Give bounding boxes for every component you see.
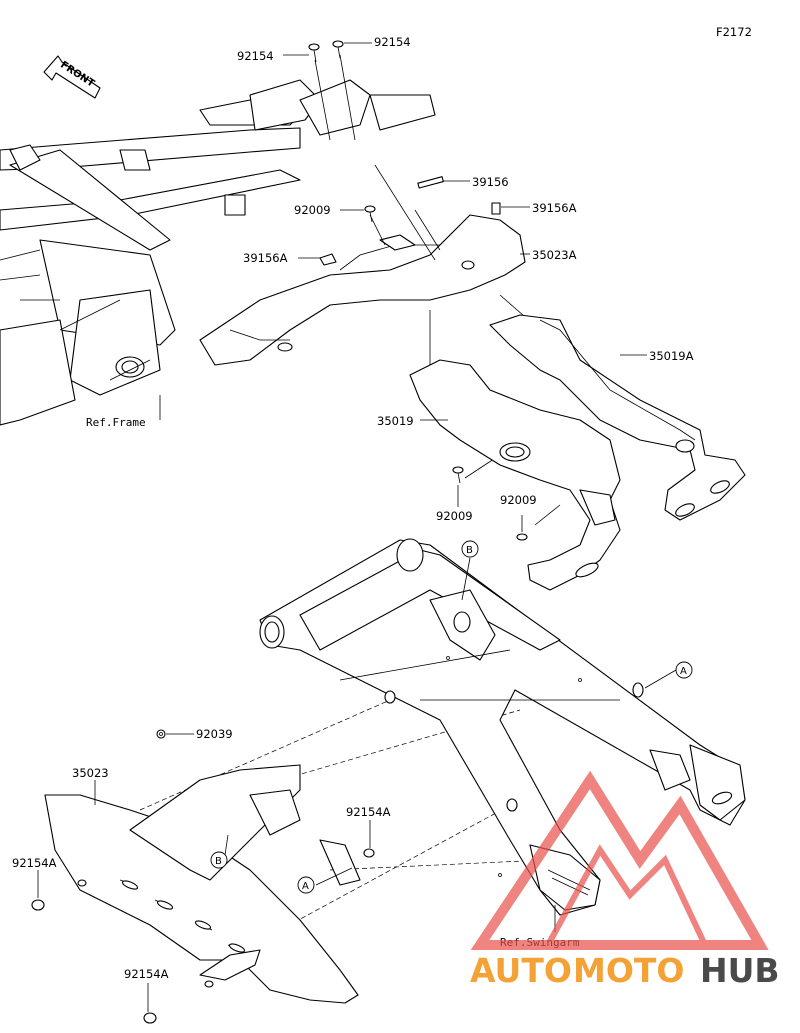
svg-text:A: A <box>302 881 309 892</box>
bolt-92154-b-icon <box>332 40 344 59</box>
label-92009-top: 92009 <box>294 203 331 217</box>
svg-text:B: B <box>215 856 222 867</box>
cushion-39156A-icon <box>491 202 501 215</box>
bolt-92154A-mid-icon <box>363 848 375 858</box>
label-92154-a: 92154 <box>237 49 274 63</box>
guard-35019A <box>489 314 746 521</box>
bolt-92009-mid-icon <box>452 466 464 484</box>
label-35023: 35023 <box>72 766 109 780</box>
marker-a-right: A <box>675 661 693 679</box>
label-39156A-right: 39156A <box>532 201 577 215</box>
label-35019: 35019 <box>377 414 414 428</box>
label-92154-b: 92154 <box>374 35 411 49</box>
bolt-92154-a-icon <box>308 43 320 63</box>
guard-35019 <box>409 359 621 591</box>
bolt-92039-icon <box>156 729 166 739</box>
bolt-92154A-bottom-icon <box>143 1012 157 1024</box>
bolt-92009-top-icon <box>364 205 376 223</box>
frame-drawing: Ref.Frame <box>0 79 436 429</box>
label-92154A-mid: 92154A <box>346 805 391 819</box>
label-92009-mid: 92009 <box>436 509 473 523</box>
label-39156A-left: 39156A <box>243 251 288 265</box>
label-92009-low: 92009 <box>500 493 537 507</box>
watermark-logo <box>470 770 769 950</box>
svg-text:MOTO: MOTO <box>573 951 684 990</box>
marker-b-top: B <box>461 540 479 558</box>
label-92154A-left: 92154A <box>12 856 57 870</box>
marker-a-guard: A <box>297 876 315 894</box>
front-arrow-icon: FRONT <box>43 55 101 99</box>
svg-text:A: A <box>680 666 687 677</box>
label-leaders <box>37 42 677 1012</box>
marker-b-guard: B <box>210 851 228 869</box>
bracket-35023A <box>199 214 526 366</box>
cushion-39156A-left-icon <box>319 253 337 266</box>
svg-text:AUTO: AUTO <box>470 951 572 990</box>
label-35023A: 35023A <box>532 248 577 262</box>
label-39156: 39156 <box>472 175 509 189</box>
watermark-text: AUTO MOTO HUB <box>470 951 780 990</box>
part-labels: 92154 92154 39156 39156A 92009 39156A 35… <box>12 35 694 981</box>
bolt-92009-low-icon <box>516 533 528 541</box>
chain-guard-35023 <box>44 764 361 1004</box>
diagram-code: F2172 <box>716 25 752 39</box>
label-92039: 92039 <box>196 727 233 741</box>
svg-text:B: B <box>466 545 473 556</box>
svg-text:HUB: HUB <box>700 951 780 990</box>
label-92154A-bottom: 92154A <box>124 967 169 981</box>
label-35019A: 35019A <box>649 349 694 363</box>
ref-frame-label: Ref.Frame <box>86 416 146 429</box>
pin-39156-icon <box>417 176 444 189</box>
swingarm-drawing: Ref.Swingarm <box>259 538 746 949</box>
bolt-92154A-left-icon <box>31 899 45 911</box>
